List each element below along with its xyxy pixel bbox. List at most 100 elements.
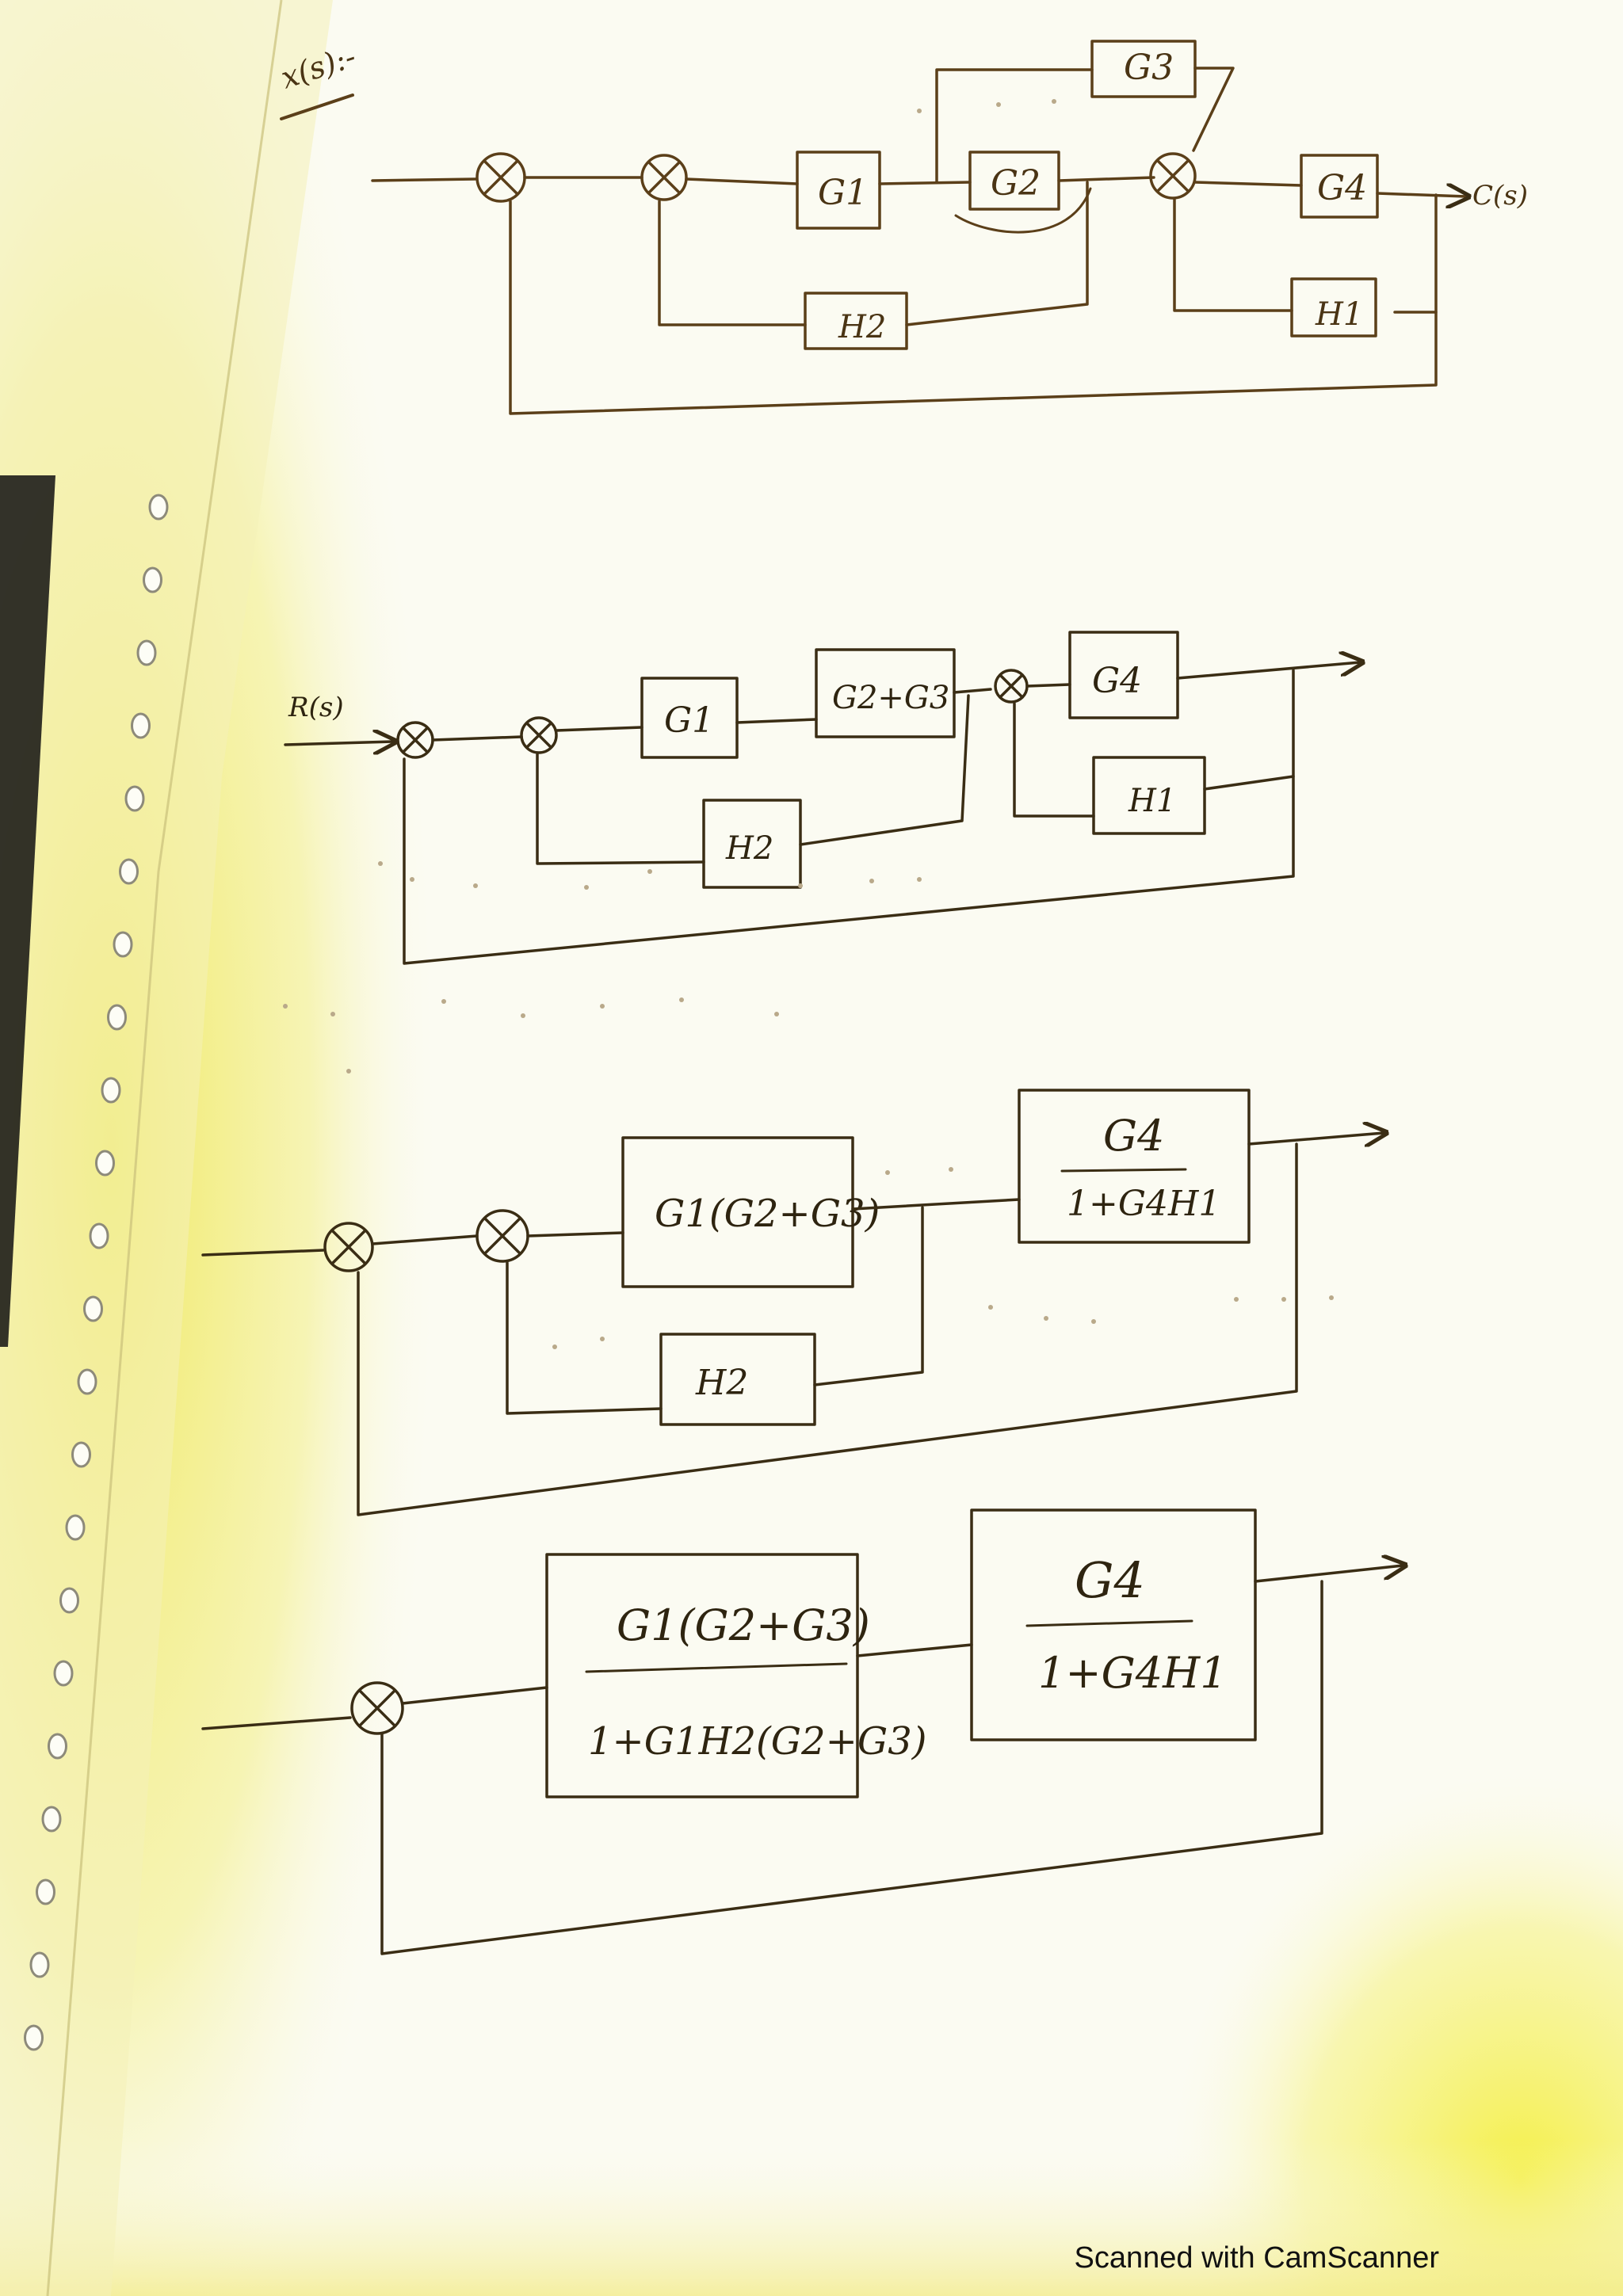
d4-b-numerator: G4 bbox=[1075, 1551, 1145, 1609]
binding-hole bbox=[113, 931, 133, 958]
d1-output-arrow bbox=[1376, 193, 1466, 196]
diagram-3-reduced-block-diagram: G1(G2+G3) G4 1+G4H1 H2 bbox=[201, 1089, 1384, 1516]
d2-g4-label: G4 bbox=[1092, 661, 1142, 701]
d2-g1-block bbox=[640, 677, 739, 759]
d2-h2-block bbox=[702, 799, 802, 889]
d1-output-label: C(s) bbox=[1472, 180, 1528, 212]
scanner-watermark: Scanned with CamScanner bbox=[1074, 2241, 1439, 2275]
binding-hole bbox=[131, 712, 151, 739]
d2-g4-block bbox=[1068, 631, 1179, 719]
d2-output-arrow bbox=[1176, 662, 1360, 680]
d1-g1-block bbox=[796, 151, 881, 230]
d1-g1-label: G1 bbox=[818, 173, 868, 213]
binding-hole bbox=[101, 1077, 121, 1104]
speckle bbox=[647, 869, 652, 874]
binding-holes bbox=[24, 494, 169, 2051]
speckle bbox=[885, 1170, 890, 1175]
speckle bbox=[1052, 99, 1056, 104]
binding-hole bbox=[29, 1951, 50, 1978]
d1-h1-label: H1 bbox=[1315, 296, 1363, 333]
binding-hole bbox=[89, 1222, 109, 1249]
d3-h2-label: H2 bbox=[695, 1363, 748, 1403]
speckle bbox=[988, 1305, 993, 1310]
speckle bbox=[949, 1167, 953, 1172]
d2-h2-label: H2 bbox=[725, 830, 773, 867]
binding-hole bbox=[77, 1368, 97, 1395]
d1-g3-label: G3 bbox=[1124, 48, 1174, 88]
d2-input-label: R(s) bbox=[288, 692, 344, 723]
d3-output-arrow bbox=[1247, 1133, 1384, 1144]
d4-output-arrow bbox=[1254, 1566, 1403, 1583]
speckle bbox=[600, 1004, 605, 1009]
speckle bbox=[330, 1012, 335, 1016]
speckle bbox=[1281, 1297, 1286, 1302]
binding-hole bbox=[83, 1295, 103, 1322]
speckle bbox=[378, 861, 383, 866]
d4-a-numerator: G1(G2+G3) bbox=[617, 1600, 870, 1650]
d4-b-denominator: 1+G4H1 bbox=[1038, 1648, 1228, 1698]
d3-g4-denominator: 1+G4H1 bbox=[1067, 1184, 1220, 1224]
binding-hole bbox=[148, 494, 169, 521]
d2-h1-label: H1 bbox=[1128, 783, 1176, 819]
binding-hole bbox=[71, 1441, 91, 1468]
speckle bbox=[679, 997, 684, 1002]
d2-summing-junction-3 bbox=[994, 669, 1029, 704]
d4-inner-loop-block bbox=[545, 1553, 859, 1798]
d3-g4-numerator: G4 bbox=[1103, 1111, 1165, 1161]
speckle bbox=[917, 109, 922, 113]
d1-h2-label: H2 bbox=[838, 309, 886, 345]
speckle bbox=[1091, 1319, 1096, 1324]
binding-hole bbox=[95, 1150, 115, 1177]
speckle bbox=[346, 1069, 351, 1074]
d4-g4-closed-loop-block bbox=[970, 1508, 1257, 1741]
binding-hole bbox=[48, 1733, 67, 1760]
binding-hole bbox=[59, 1587, 79, 1614]
speckle bbox=[1044, 1316, 1048, 1321]
d2-g2g3-label: G2+G3 bbox=[832, 680, 949, 716]
d2-g1-label: G1 bbox=[664, 700, 714, 741]
binding-hole bbox=[124, 785, 145, 812]
speckle bbox=[1329, 1295, 1334, 1300]
speckle bbox=[996, 102, 1001, 107]
d4-summing-junction-1 bbox=[350, 1681, 404, 1735]
d1-h1-block bbox=[1290, 277, 1377, 338]
speckle bbox=[441, 999, 446, 1004]
d1-g4-block bbox=[1300, 154, 1379, 219]
diagram-1-original-block-diagram: G1 G2 G3 G4 C(s) H1 H2 bbox=[371, 40, 1528, 415]
speckle bbox=[600, 1337, 605, 1341]
binding-hole bbox=[136, 639, 157, 666]
speckle bbox=[283, 1004, 288, 1009]
speckle bbox=[473, 883, 478, 888]
binding-hole bbox=[119, 858, 139, 885]
d1-input-line bbox=[371, 177, 477, 182]
d1-g2-label: G2 bbox=[991, 163, 1041, 204]
speckle bbox=[869, 879, 874, 883]
d2-summing-junction-2 bbox=[520, 716, 558, 754]
speckle bbox=[584, 885, 589, 890]
d1-h2-block bbox=[804, 292, 908, 350]
binding-hole bbox=[36, 1878, 55, 1905]
d3-g4-closed-loop-block bbox=[1018, 1089, 1251, 1244]
binding-hole bbox=[53, 1660, 74, 1687]
d2-h1-block bbox=[1092, 756, 1206, 835]
speckle bbox=[410, 877, 414, 882]
speckle bbox=[1234, 1297, 1239, 1302]
binding-hole bbox=[24, 2024, 44, 2051]
diagram-4-reduced-block-diagram: G1(G2+G3) 1+G1H2(G2+G3) G4 1+G4H1 bbox=[201, 1508, 1403, 1955]
speckle bbox=[798, 883, 803, 888]
d3-forward-block bbox=[621, 1136, 854, 1288]
d3-forward-label: G1(G2+G3) bbox=[655, 1192, 880, 1236]
d3-h2-block bbox=[659, 1333, 816, 1426]
d1-summing-junction-2 bbox=[640, 154, 688, 201]
binding-hole bbox=[65, 1514, 86, 1541]
speckle bbox=[917, 877, 922, 882]
diagram-2-reduced-block-diagram: R(s) G1 G2+G3 G4 H1 H2 bbox=[284, 631, 1360, 965]
d1-g4-label: G4 bbox=[1317, 168, 1367, 208]
speckle bbox=[774, 1012, 779, 1016]
d4-a-denominator: 1+G1H2(G2+G3) bbox=[588, 1719, 926, 1764]
speckle bbox=[521, 1013, 525, 1018]
speckle bbox=[552, 1344, 557, 1349]
